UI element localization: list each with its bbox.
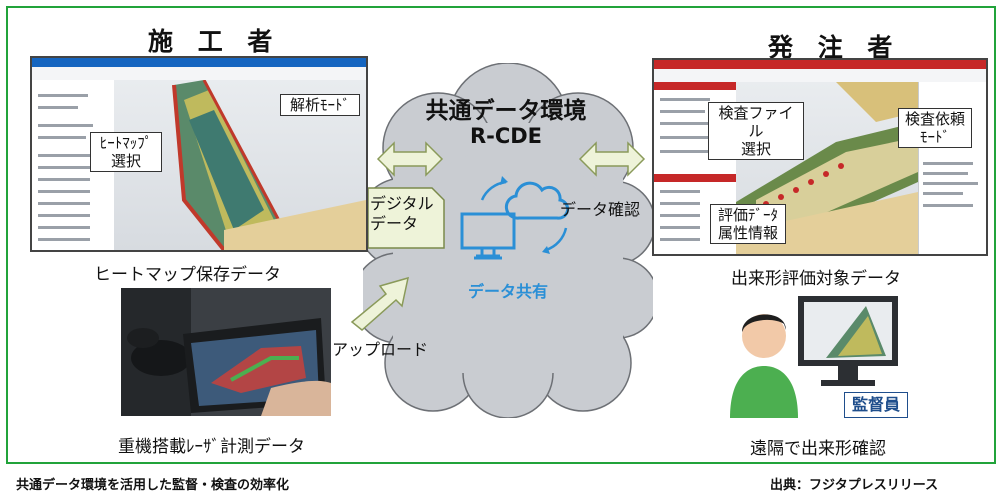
upload-arrow (350, 276, 409, 331)
heatmap-callout-line2: 選択 (110, 152, 141, 170)
request-callout-line2: ﾓｰﾄﾞ (919, 128, 950, 146)
cloud-title: 共通データ環境 (425, 98, 587, 124)
confirm-label: データ確認 (560, 200, 641, 219)
app-toolbar (32, 67, 366, 81)
analysis-mode-callout: 解析ﾓｰﾄﾞ (280, 94, 360, 116)
heatmap-callout-line1: ﾋｰﾄﾏｯﾌﾟ (99, 134, 153, 152)
digital-data-document-icon (367, 187, 445, 249)
evaluation-caption: 出来形評価対象データ (731, 269, 901, 289)
footer-source: 出典：フジタプレスリリース (770, 478, 939, 493)
heatmap-screenshot (30, 56, 368, 252)
eval-callout-line2: 属性情報 (717, 224, 778, 242)
supervisor-illustration (730, 296, 898, 418)
supervisor-badge: 監督員 (844, 392, 908, 418)
cloud-subtitle: R-CDE (469, 124, 543, 148)
contractor-heading: 施 工 者 (148, 27, 281, 56)
heatmap-caption: ヒートマップ保存データ (94, 265, 281, 285)
cloud-sync-icon (460, 176, 570, 260)
left-double-arrow (376, 141, 444, 177)
app-titlebar-red (654, 60, 986, 69)
heatmap-select-callout: ﾋｰﾄﾏｯﾌﾟ 選択 (90, 132, 162, 172)
client-heading: 発 注 者 (768, 33, 901, 62)
machine-caption: 重機搭載ﾚｰｻﾞ計測データ (118, 437, 305, 457)
inspection-request-callout: 検査依頼 ﾓｰﾄﾞ (898, 108, 972, 148)
digital-label-line2: データ (370, 214, 419, 233)
app-toolbar-right (654, 69, 986, 83)
share-label: データ共有 (467, 282, 548, 301)
digital-data-label: デジタル データ (370, 194, 434, 234)
file-callout-line1: 検査ファイル (718, 104, 794, 140)
request-callout-line1: 検査依頼 (904, 110, 965, 128)
upload-label: アップロード (332, 340, 429, 359)
inspection-file-callout: 検査ファイル 選択 (708, 102, 804, 160)
right-double-arrow (578, 141, 646, 177)
file-callout-line2: 選択 (740, 140, 771, 158)
diagram-frame: 共通データ環境 R-CDE データ共有 デジタル データ データ確認 アップロー… (6, 6, 996, 464)
digital-label-line1: デジタル (370, 194, 434, 213)
machine-laser-photo (121, 288, 331, 416)
app-titlebar (32, 58, 366, 67)
eval-callout-line1: 評価ﾃﾞｰﾀ (717, 206, 778, 224)
supervisor-caption: 遠隔で出来形確認 (750, 439, 886, 459)
attribute-panel (918, 82, 986, 254)
evaluation-screenshot (652, 58, 988, 256)
footer-title: 共通データ環境を活用した監督・検査の効率化 (16, 478, 290, 493)
evaluation-attribute-callout: 評価ﾃﾞｰﾀ 属性情報 (710, 204, 786, 244)
